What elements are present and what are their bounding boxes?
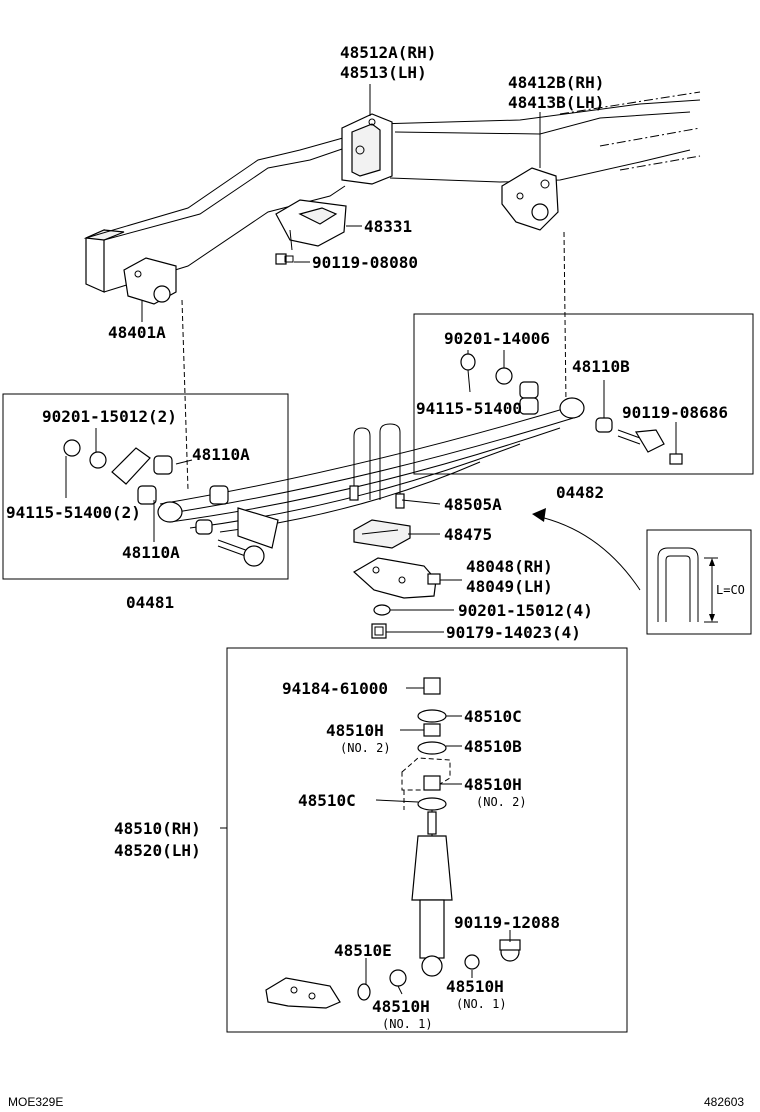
arrow-icon	[535, 515, 641, 591]
label-48510B: 48510B	[464, 737, 522, 756]
label-48401A: 48401A	[108, 323, 166, 342]
front-spring-hanger-icon	[123, 257, 177, 305]
label-90201-15012-2: 90201-15012(2)	[42, 407, 177, 426]
part-labels: 48512A(RH) 48513(LH) 48412B(RH) 48413B(L…	[6, 43, 745, 1031]
label-48510C-top: 48510C	[464, 707, 522, 726]
label-90179-14023-4: 90179-14023(4)	[446, 623, 581, 642]
label-48520-lh: 48520(LH)	[114, 841, 201, 860]
label-90201-14006: 90201-14006	[444, 329, 550, 348]
label-48510H-bottom-right: 48510H	[446, 977, 504, 996]
label-48110A-lower: 48110A	[122, 543, 180, 562]
label-48510H-bottom-left: 48510H	[372, 997, 430, 1016]
label-48110A-upper: 48110A	[192, 445, 250, 464]
nut-icon	[371, 623, 387, 639]
spring-seat-icon	[352, 557, 441, 599]
label-04481: 04481	[126, 593, 174, 612]
u-bolt-length-inset	[646, 529, 752, 635]
leaf-spring-drawing	[157, 397, 585, 533]
shock-absorber-drawing	[265, 677, 521, 1009]
label-48510-rh: 48510(RH)	[114, 819, 201, 838]
label-90119-08080: 90119-08080	[312, 253, 418, 272]
label-48510H-top: 48510H	[326, 721, 384, 740]
label-48048: 48048(RH)	[466, 557, 553, 576]
label-90119-12088: 90119-12088	[454, 913, 560, 932]
kit-04481-parts	[63, 439, 279, 567]
label-90201-15012-4: 90201-15012(4)	[458, 601, 593, 620]
front-hanger-bracket-icon	[341, 113, 393, 185]
washer-icon	[373, 604, 391, 616]
label-48510H-mid: 48510H	[464, 775, 522, 794]
label-48512A: 48512A(RH)	[340, 43, 436, 62]
rear-hanger-bracket-icon	[501, 167, 559, 231]
label-48510H-mid-note: (NO. 2)	[476, 795, 527, 809]
label-94115-51400-right: 94115-51400	[416, 399, 522, 418]
bump-stopper-icon	[275, 199, 347, 251]
label-48505A: 48505A	[444, 495, 502, 514]
bolt-icon	[275, 253, 294, 265]
kit-04482-box	[413, 313, 754, 475]
label-48413B: 48413B(LH)	[508, 93, 604, 112]
label-94184-61000: 94184-61000	[282, 679, 388, 698]
label-48513: 48513(LH)	[340, 63, 427, 82]
u-bolt-icon	[349, 423, 405, 509]
label-48510H-bottom-right-note: (NO. 1)	[456, 997, 507, 1011]
footer-left-code: MOE329E	[8, 1095, 63, 1109]
label-L-CO: L=CO	[716, 583, 745, 597]
label-48510C-mid: 48510C	[298, 791, 356, 810]
label-94115-51400-2: 94115-51400(2)	[6, 503, 141, 522]
shock-absorber-box	[226, 647, 628, 1033]
label-48331: 48331	[364, 217, 412, 236]
footer-right-code: 482603	[704, 1095, 744, 1109]
label-48510H-bottom-left-note: (NO. 1)	[382, 1017, 433, 1031]
label-48110B: 48110B	[572, 357, 630, 376]
label-90119-08686: 90119-08686	[622, 403, 728, 422]
label-48049: 48049(LH)	[466, 577, 553, 596]
label-04482: 04482	[556, 483, 604, 502]
kit-04481-box	[2, 393, 289, 580]
label-48475: 48475	[444, 525, 492, 544]
label-48510E: 48510E	[334, 941, 392, 960]
spring-pad-icon	[353, 519, 411, 549]
u-bolt-inset-drawing	[657, 547, 718, 623]
label-48510H-top-note: (NO. 2)	[340, 741, 391, 755]
arrow-head-icon	[532, 508, 546, 522]
leader-lines	[65, 84, 677, 995]
label-48412B: 48412B(RH)	[508, 73, 604, 92]
shackle-bolt-icon	[617, 429, 683, 465]
